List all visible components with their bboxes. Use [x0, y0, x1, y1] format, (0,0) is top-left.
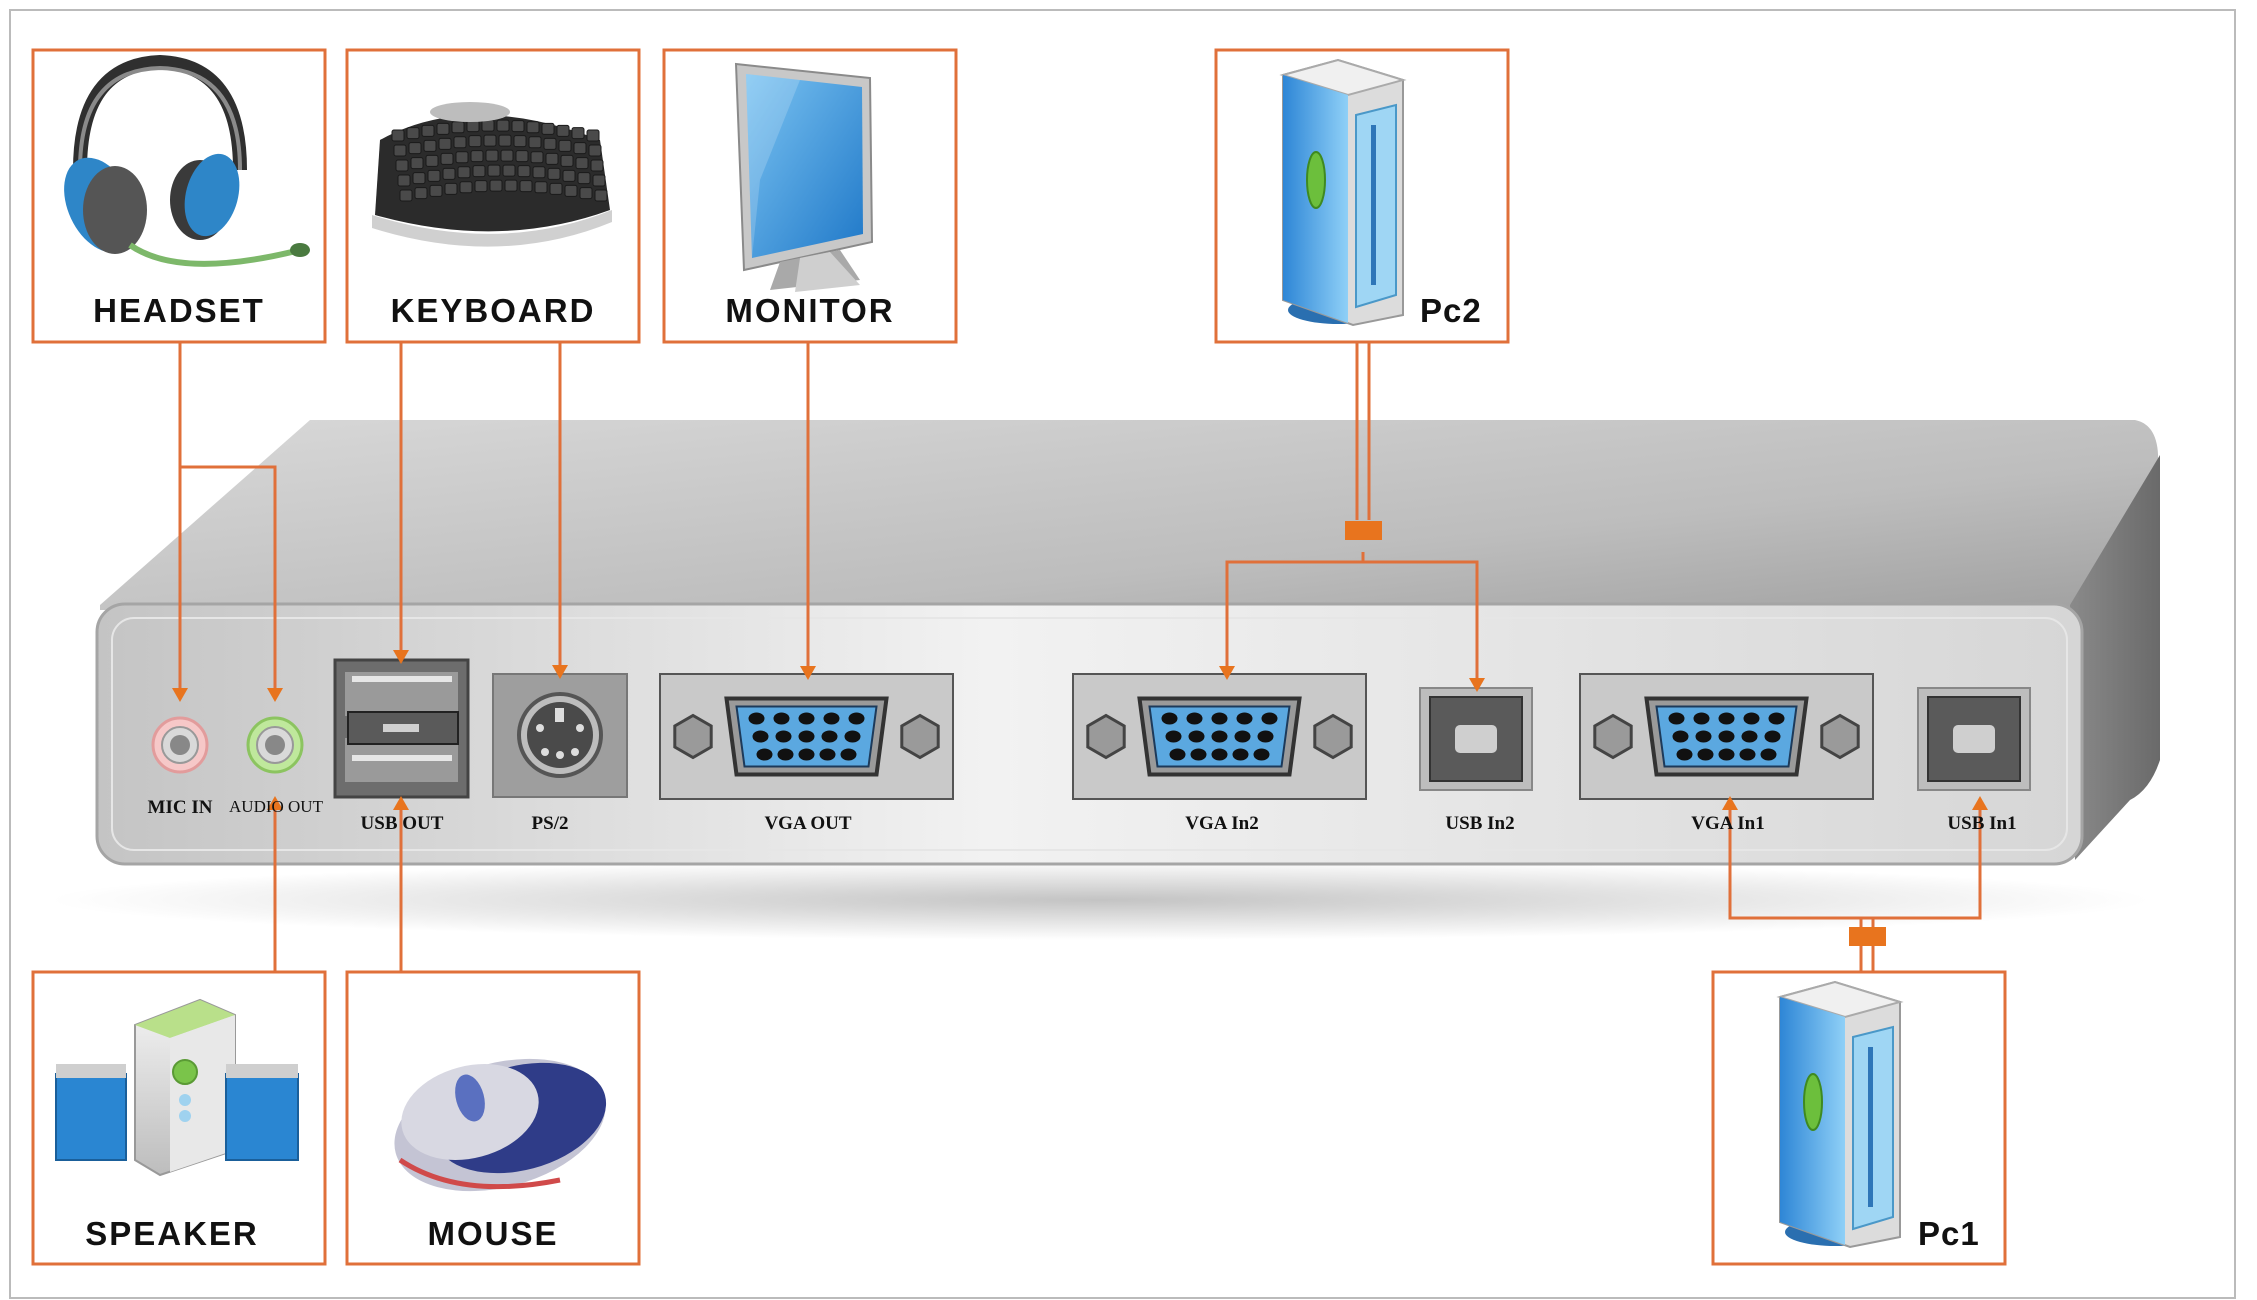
keyboard-frame — [345, 48, 641, 344]
vga-in1-port — [1579, 673, 1874, 800]
vga-out-label: VGA OUT — [764, 813, 852, 834]
vga-in2-label: VGA In2 — [1185, 813, 1259, 834]
ps2-port — [492, 673, 628, 798]
keyboard-icon — [372, 102, 612, 247]
pc-tower-icon — [1776, 980, 1904, 1249]
usb-in2-label: USB In2 — [1445, 813, 1515, 834]
pc1-label: Pc1 — [1918, 1215, 1980, 1252]
pc2-frame — [1214, 48, 1510, 344]
audio-out-label: AUDIO OUT — [229, 797, 323, 816]
vga-in2-port — [1072, 673, 1367, 800]
speaker-icon — [55, 998, 299, 1177]
usb-out-label: USB OUT — [360, 813, 444, 834]
arrowheads — [172, 650, 1988, 810]
mic-in-label: MIC IN — [147, 797, 213, 818]
cable-connectors — [1345, 521, 1886, 946]
usb-out-port — [333, 658, 470, 799]
monitor-frame — [662, 48, 958, 344]
mic-in-jack — [151, 716, 209, 774]
speaker-frame — [31, 970, 327, 1266]
ps2-label: PS/2 — [531, 813, 569, 834]
pc2-cable-connector — [1345, 521, 1382, 540]
pc1-frame — [1711, 970, 2007, 1266]
pc2-to-usb-in2-line — [1363, 560, 1479, 680]
vga-out-port — [659, 673, 954, 800]
mouse-label: MOUSE — [427, 1215, 559, 1252]
monitor-icon — [734, 62, 874, 292]
headset-to-audio-line — [180, 465, 277, 690]
pc-tower-icon — [1279, 58, 1407, 327]
pc2-to-vga-in2-line — [1225, 552, 1365, 668]
keyboard-label: KEYBOARD — [390, 292, 596, 329]
mouse-icon — [394, 1058, 607, 1192]
mouse-frame — [345, 970, 641, 1266]
usb-in1-port — [1917, 687, 2031, 791]
outer-border — [9, 9, 2236, 1299]
audio-out-jack — [246, 716, 304, 774]
monitor-label: MONITOR — [725, 292, 895, 329]
headset-icon — [64, 54, 310, 267]
pc1-to-ports-line — [1728, 808, 1982, 920]
connection-lines — [178, 342, 1982, 972]
headset-label: HEADSET — [93, 292, 265, 329]
pc1-cable-connector — [1849, 927, 1886, 946]
speaker-label: SPEAKER — [85, 1215, 259, 1252]
pc2-label: Pc2 — [1420, 292, 1482, 329]
vga-in1-label: VGA In1 — [1691, 813, 1765, 834]
usb-in2-port — [1419, 687, 1533, 791]
usb-in1-label: USB In1 — [1947, 813, 2017, 834]
